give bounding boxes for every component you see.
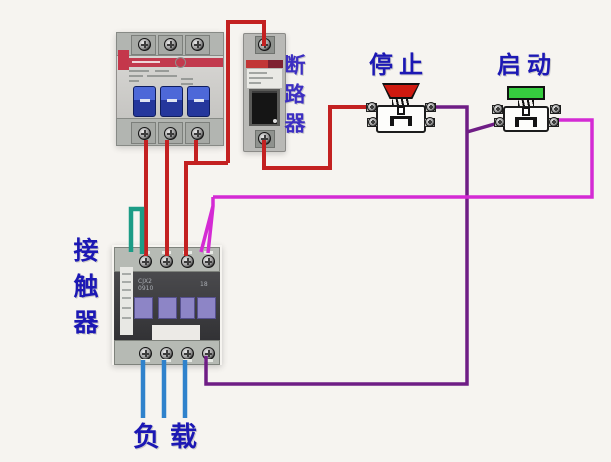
stop-label: 停止: [369, 51, 429, 79]
start-button-spring: [518, 99, 534, 107]
start-terminal-right-top: [550, 104, 561, 114]
contactor-model-text: CJX2 0910: [138, 278, 154, 292]
main-breaker-top-terminal-strip: [116, 32, 224, 56]
plunger: [522, 107, 530, 116]
terminal-screw: [368, 117, 378, 127]
terminal-screw: [139, 255, 152, 268]
indicator-dot: [273, 119, 277, 123]
contactor-label: 接触器: [70, 237, 99, 345]
terminal-screw: [549, 117, 559, 127]
contact-post: [515, 120, 519, 127]
start-button-body: [503, 106, 549, 132]
wire-phase-l3-bus: [184, 161, 228, 256]
stop-button-spring: [392, 98, 409, 106]
terminal-screw: [139, 347, 152, 360]
contact-post: [533, 120, 537, 127]
main-breaker-bottom-terminal-strip: [116, 118, 224, 146]
terminal-screw: [160, 255, 173, 268]
terminal-screw: [425, 117, 435, 127]
breaker-toggle-2: [160, 86, 183, 117]
start-terminal-left-bottom: [494, 117, 505, 127]
terminal-screw: [164, 127, 177, 140]
contactor-body: CJX2 0910 18: [114, 267, 220, 340]
circuit-breaker-label: 断路器: [282, 54, 306, 141]
wire-coil-flag: [199, 197, 215, 254]
contactor-center-label: [152, 325, 200, 340]
terminal-screw: [181, 347, 194, 360]
terminal-screw: [191, 38, 204, 51]
terminal-screw: [160, 347, 173, 360]
stop-button-cap: [382, 83, 420, 99]
stop-button-body: [376, 105, 426, 133]
breaker-toggle-1: [133, 86, 156, 117]
terminal-screw: [202, 255, 215, 268]
start-terminal-left-top: [492, 104, 503, 114]
stop-terminal-left-bottom: [367, 117, 378, 127]
branch-breaker-toggle: [252, 91, 277, 124]
wire-coil-magenta: [213, 118, 594, 199]
wire-branch-breaker-feed-loop: [226, 20, 266, 163]
rating-text-area: [247, 69, 282, 88]
start-button-cap: [507, 86, 545, 100]
contactor: CJX2 0910 18: [112, 245, 222, 365]
contact-bar: [390, 116, 412, 119]
start-label: 启动: [497, 51, 557, 79]
rating-text-area: [129, 70, 221, 86]
start-terminal-right-bottom: [548, 117, 559, 127]
terminal-screw: [138, 38, 151, 51]
contact-window: [158, 297, 177, 319]
terminal-screw: [191, 127, 204, 140]
load-label: 负载: [133, 422, 207, 453]
wire-coil-jumper-teal: [128, 206, 145, 254]
terminal-screw: [164, 38, 177, 51]
terminal-screw: [493, 104, 503, 114]
stop-terminal-left-top: [366, 102, 377, 112]
contact-post: [408, 119, 412, 126]
plunger: [397, 106, 405, 115]
brand-tag: [118, 50, 129, 70]
contact-bar: [515, 117, 537, 120]
wire-control-feed: [262, 105, 373, 170]
main-breaker-face: [116, 50, 224, 118]
branch-breaker-toggle-recess: [249, 89, 280, 126]
terminal-screw: [551, 104, 561, 114]
contactor-side-label: [120, 267, 133, 335]
contactor-right-mark: 18: [200, 281, 208, 288]
contact-post: [390, 119, 394, 126]
stop-terminal-right-top: [425, 102, 436, 112]
contact-window: [180, 297, 195, 319]
main-breaker: [116, 32, 224, 146]
terminal-screw: [138, 127, 151, 140]
terminal-screw: [495, 117, 505, 127]
start-button: [492, 86, 562, 136]
approval-logo: [175, 57, 186, 68]
breaker-toggle-3: [187, 86, 210, 117]
model-stripe: [246, 60, 283, 68]
terminal-screw: [367, 102, 377, 112]
terminal-screw: [426, 102, 436, 112]
contactor-bottom-terminal-strip: [114, 340, 220, 365]
stop-button: [366, 83, 438, 135]
contact-window: [134, 297, 153, 319]
stop-terminal-right-bottom: [424, 117, 435, 127]
wire-control-purple: [204, 105, 469, 386]
contact-window: [197, 297, 216, 319]
